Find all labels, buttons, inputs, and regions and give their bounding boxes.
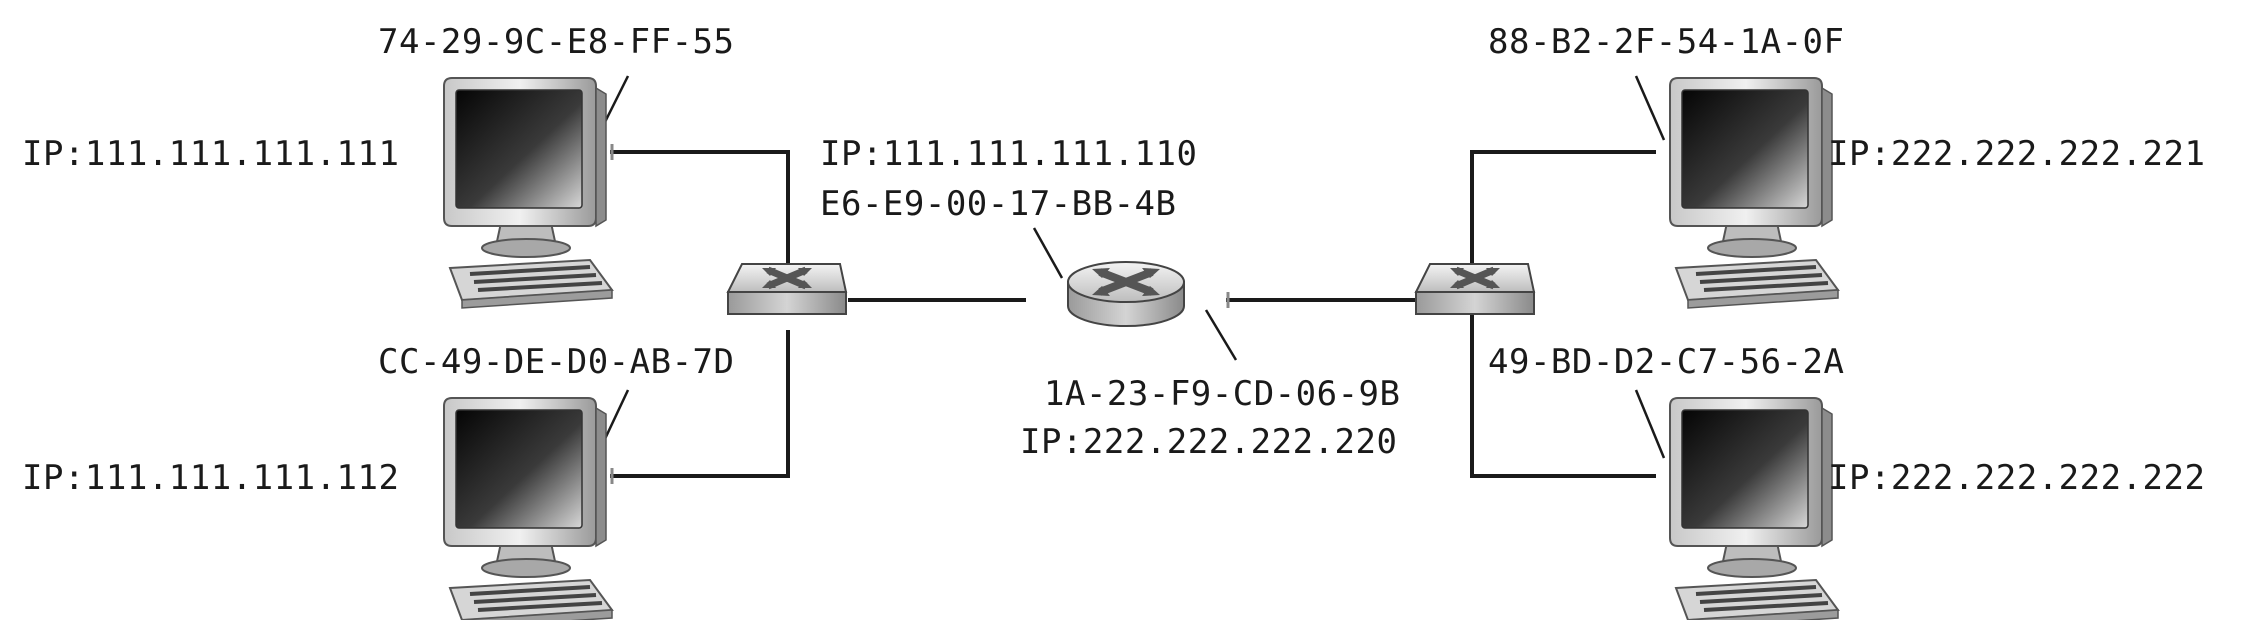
desktop-computer-icon bbox=[1668, 76, 1840, 310]
network-links bbox=[610, 150, 1656, 478]
link-right-switch-to-host-bottom-right bbox=[1470, 300, 1656, 478]
desktop-computer-icon bbox=[442, 76, 614, 310]
desktop-computer-icon bbox=[442, 396, 614, 620]
switch-icon bbox=[728, 264, 846, 314]
router-right-interface-ip: IP:222.222.222.220 bbox=[1020, 422, 1398, 462]
interface-stubs bbox=[610, 144, 1230, 484]
host-bottom-left-mac: CC-49-DE-D0-AB-7D bbox=[378, 342, 735, 382]
host-top-right-ip: IP:222.222.222.221 bbox=[1828, 134, 2206, 174]
host-top-right-mac: 88-B2-2F-54-1A-0F bbox=[1488, 22, 1845, 62]
host-bottom-right-mac: 49-BD-D2-C7-56-2A bbox=[1488, 342, 1845, 382]
desktop-computer-icon bbox=[1668, 396, 1840, 620]
router-left-interface-ip: IP:111.111.111.110 bbox=[820, 134, 1198, 174]
host-bottom-right-ip: IP:222.222.222.222 bbox=[1828, 458, 2206, 498]
switch-icon bbox=[1416, 264, 1534, 314]
host-bottom-left-ip: IP:111.111.111.112 bbox=[22, 458, 400, 498]
router-right-interface-mac: 1A-23-F9-CD-06-9B bbox=[1044, 374, 1401, 414]
link-right-switch-to-host-top-right bbox=[1470, 150, 1656, 300]
router-left-interface-mac: E6-E9-00-17-BB-4B bbox=[820, 184, 1177, 224]
host-top-left-ip: IP:111.111.111.111 bbox=[22, 134, 400, 174]
link-host-top-left-to-left-switch bbox=[610, 150, 790, 300]
link-host-bottom-left-to-left-switch bbox=[610, 330, 790, 478]
router-icon bbox=[1068, 262, 1184, 326]
host-top-left-mac: 74-29-9C-E8-FF-55 bbox=[378, 22, 735, 62]
